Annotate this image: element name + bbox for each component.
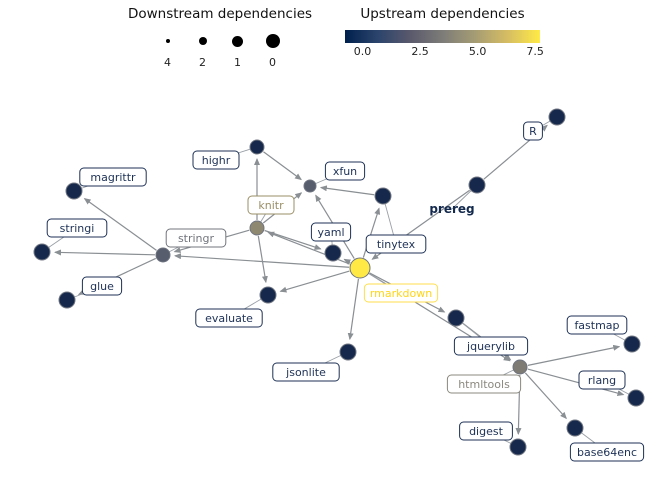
- legend-size-value: 0: [269, 56, 276, 69]
- legend-gradient-tick: 2.5: [411, 45, 429, 58]
- node-magrittr: [65, 182, 83, 200]
- label-htmltools: htmltools: [458, 378, 510, 391]
- label-box-fastmap: [566, 315, 628, 335]
- edge-knitr-evaluate: [257, 235, 268, 284]
- edge-highr-xfun: [263, 151, 302, 181]
- node-R: [548, 108, 566, 126]
- node-glue: [58, 291, 76, 309]
- label-box-highr: [192, 150, 240, 170]
- label-evaluate: evaluate: [205, 312, 253, 325]
- node-tinytex: [374, 187, 392, 205]
- label-stringi: stringi: [60, 222, 95, 235]
- label-highr: highr: [202, 154, 231, 167]
- legend-downstream: Downstream dependencies 4 2 1 0: [100, 6, 340, 69]
- edge-stringr-stringi: [53, 249, 156, 256]
- edge-htmltools-base64enc: [524, 372, 567, 420]
- edge-rmarkdown-yaml: [343, 258, 352, 265]
- legend-gradient-bar: [345, 30, 540, 43]
- legend-size-item-4: 4: [150, 30, 185, 69]
- label-rmarkdown: rmarkdown: [370, 287, 432, 300]
- node-stringr: [155, 247, 171, 263]
- legend-upstream-title: Upstream dependencies: [360, 6, 525, 22]
- legend-upstream: Upstream dependencies 0.0 2.5 5.0 7.5: [335, 6, 550, 61]
- legend-gradient-tick: 0.0: [353, 45, 372, 58]
- label-box-tinytex: [365, 234, 427, 254]
- edge-htmltools-rlang: [527, 368, 625, 396]
- label-glue: glue: [90, 280, 114, 293]
- edge-htmltools-fastmap: [527, 344, 621, 366]
- legend-gradient-ticks: 0.0 2.5 5.0 7.5: [345, 45, 544, 61]
- node-stringi: [33, 243, 51, 261]
- label-box-digest: [459, 421, 513, 441]
- label-prereg: prereg: [429, 202, 474, 216]
- label-xfun: xfun: [333, 165, 357, 178]
- legend-size-dot: [165, 39, 170, 43]
- label-fastmap: fastmap: [574, 319, 619, 332]
- node-digest: [509, 438, 527, 456]
- legend-size-value: 2: [199, 56, 206, 69]
- edge-stringr-magrittr: [83, 198, 157, 251]
- legend-downstream-title: Downstream dependencies: [127, 6, 313, 22]
- label-jsonlite: jsonlite: [285, 366, 326, 379]
- label-yaml: yaml: [317, 226, 344, 239]
- legend-gradient-tick: 7.5: [526, 45, 544, 58]
- legend-size-dot: [198, 37, 207, 45]
- node-rmarkdown: [349, 257, 371, 279]
- legend-size-dot: [232, 35, 243, 47]
- node-evaluate: [259, 286, 277, 304]
- node-xfun: [303, 179, 317, 193]
- legend-size-items: 4 2 1 0: [100, 30, 340, 69]
- label-stringr: stringr: [178, 232, 215, 245]
- label-box-jquerylib: [453, 336, 529, 356]
- legend-size-dot: [265, 34, 280, 48]
- edge-tinytex-xfun: [319, 185, 375, 196]
- node-jquerylib: [447, 309, 465, 327]
- label-base64enc: base64enc: [577, 446, 637, 459]
- label-box-base64enc: [569, 442, 645, 462]
- edge-rmarkdown-evaluate: [279, 270, 350, 293]
- node-fastmap: [623, 335, 641, 353]
- label-box-knitr: [247, 195, 295, 215]
- edge-rmarkdown-jsonlite: [347, 278, 360, 341]
- node-knitr: [249, 220, 265, 236]
- label-box-jsonlite: [272, 362, 340, 382]
- label-box-stringr: [165, 228, 227, 248]
- label-knitr: knitr: [258, 199, 284, 212]
- label-box-evaluate: [195, 308, 263, 328]
- legend-size-value: 4: [164, 56, 171, 69]
- node-htmltools: [512, 359, 528, 375]
- node-yaml: [324, 244, 342, 262]
- label-digest: digest: [469, 425, 504, 438]
- node-base64enc: [566, 419, 584, 437]
- label-box-stringi: [46, 218, 108, 238]
- node-layer: [33, 108, 645, 456]
- label-rlang: rlang: [588, 374, 616, 387]
- node-highr: [249, 139, 265, 155]
- label-tinytex: tinytex: [377, 238, 416, 251]
- node-jsonlite: [339, 343, 357, 361]
- legend-size-item-2: 2: [185, 30, 220, 69]
- edge-knitr-yaml: [264, 229, 322, 250]
- label-box-glue: [81, 276, 123, 296]
- legend-size-value: 1: [234, 56, 241, 69]
- node-prereg: [468, 176, 486, 194]
- legend-gradient-tick: 5.0: [468, 45, 487, 58]
- label-box-rmarkdown: [363, 283, 439, 303]
- legend-size-item-1: 1: [220, 30, 255, 69]
- label-R: R: [529, 125, 537, 138]
- label-magrittr: magrittr: [90, 171, 136, 184]
- label-box-magrittr: [79, 167, 147, 187]
- label-box-R: [523, 121, 543, 141]
- label-jquerylib: jquerylib: [466, 340, 515, 353]
- legend-size-item-0: 0: [255, 30, 290, 69]
- label-box-rlang: [578, 370, 626, 390]
- label-box-yaml: [310, 222, 352, 242]
- label-box-htmltools: [446, 374, 522, 394]
- node-rlang: [627, 389, 645, 407]
- label-box-xfun: [324, 161, 366, 181]
